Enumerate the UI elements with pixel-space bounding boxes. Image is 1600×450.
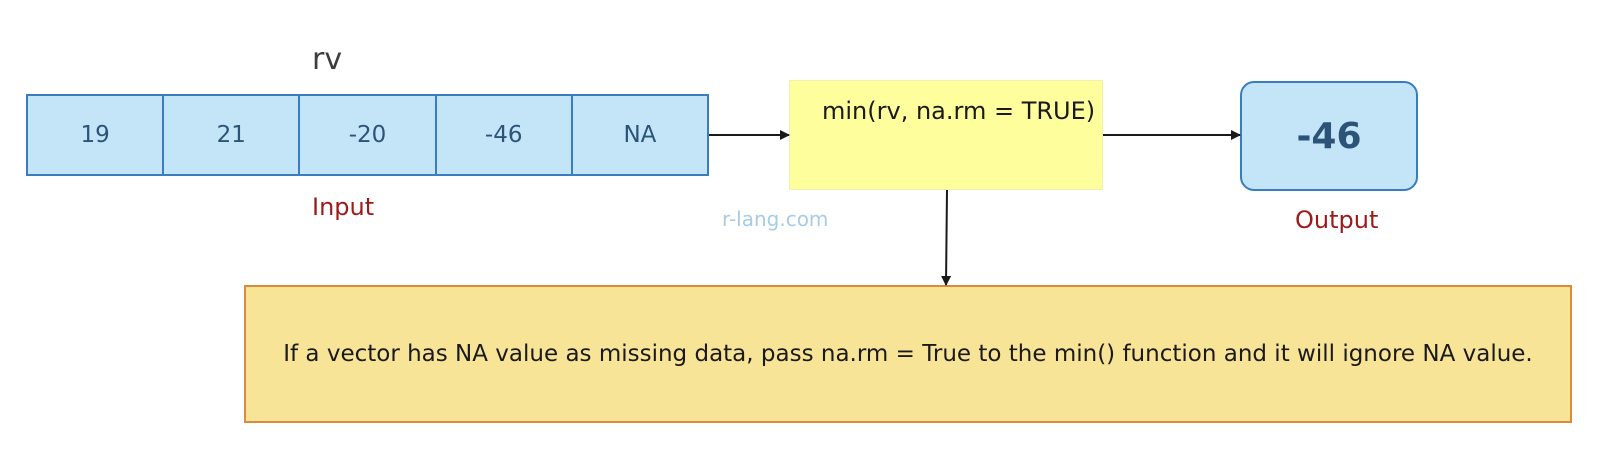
vector-cell: 21	[164, 96, 301, 174]
vector-cell: -46	[437, 96, 573, 174]
note-text: If a vector has NA value as missing data…	[283, 341, 1533, 367]
vector-cell: NA	[623, 122, 657, 148]
function-box	[789, 80, 1103, 190]
watermark: r-lang.com	[722, 207, 829, 231]
input-vector: 19 21 -20 -46 NA	[26, 94, 709, 176]
output-label: Output	[1295, 206, 1379, 234]
vector-name-label: rv	[312, 42, 343, 77]
vector-cell: 19	[28, 96, 165, 174]
arrow-function-to-note	[941, 189, 952, 286]
output-box: -46	[1240, 81, 1418, 191]
input-label: Input	[312, 193, 375, 221]
vector-cell: -20	[300, 96, 437, 174]
note-box: If a vector has NA value as missing data…	[244, 285, 1572, 423]
function-call-text: min(rv, na.rm = TRUE)	[822, 97, 1096, 125]
